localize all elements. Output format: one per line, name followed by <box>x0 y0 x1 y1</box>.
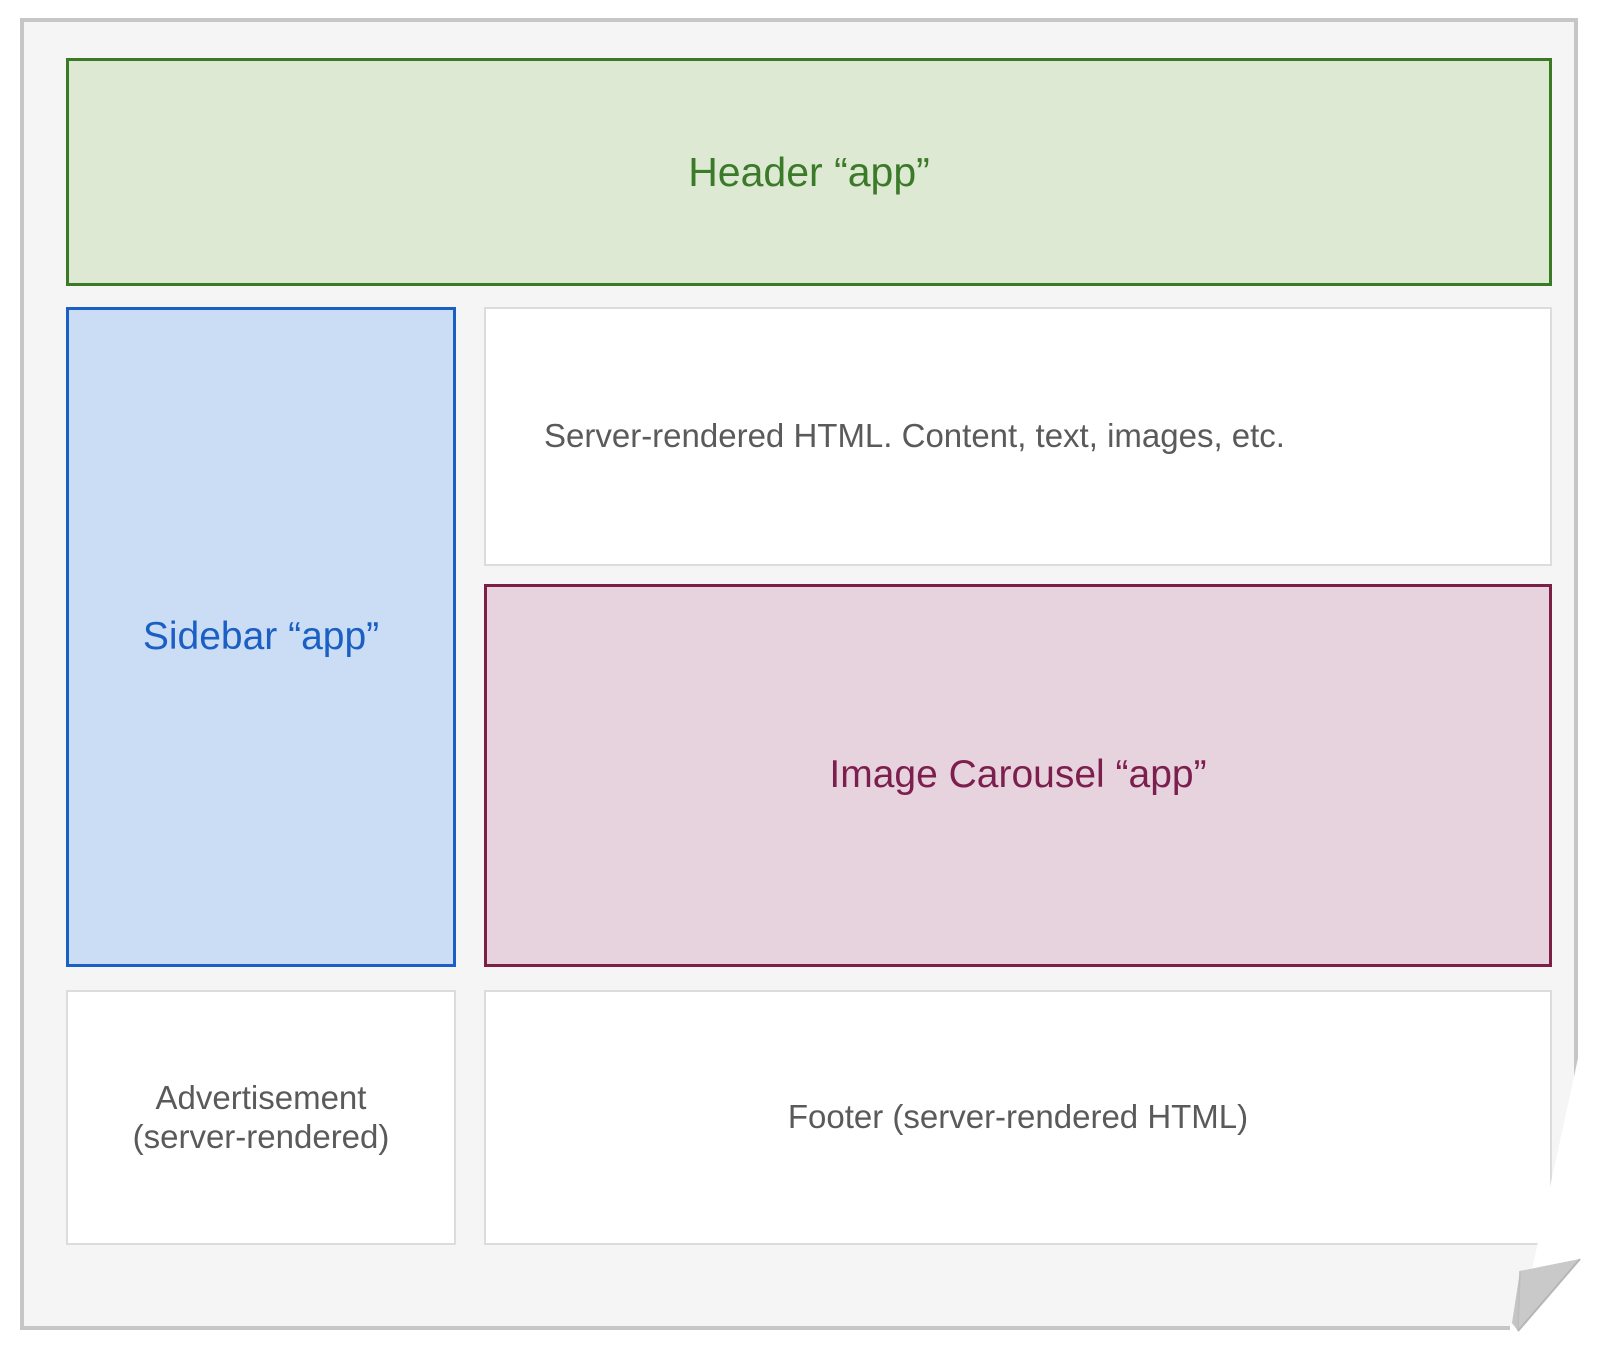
sidebar-app-box[interactable]: Sidebar “app” <box>66 307 456 967</box>
image-carousel-app-label: Image Carousel “app” <box>829 753 1207 797</box>
footer-box[interactable]: Footer (server-rendered HTML) <box>484 990 1552 1245</box>
server-rendered-content-box[interactable]: Server-rendered HTML. Content, text, ima… <box>484 307 1552 566</box>
header-app-box[interactable]: Header “app” <box>66 58 1552 286</box>
sidebar-app-label: Sidebar “app” <box>142 614 380 658</box>
advertisement-label: Advertisement (server-rendered) <box>132 1078 390 1155</box>
header-app-label: Header “app” <box>688 148 930 195</box>
advertisement-box[interactable]: Advertisement (server-rendered) <box>66 990 456 1245</box>
page-frame: Header “app” Sidebar “app” Server-render… <box>20 18 1578 1330</box>
server-rendered-content-label: Server-rendered HTML. Content, text, ima… <box>544 417 1285 455</box>
image-carousel-app-box[interactable]: Image Carousel “app” <box>484 584 1552 967</box>
footer-label: Footer (server-rendered HTML) <box>787 1098 1249 1136</box>
